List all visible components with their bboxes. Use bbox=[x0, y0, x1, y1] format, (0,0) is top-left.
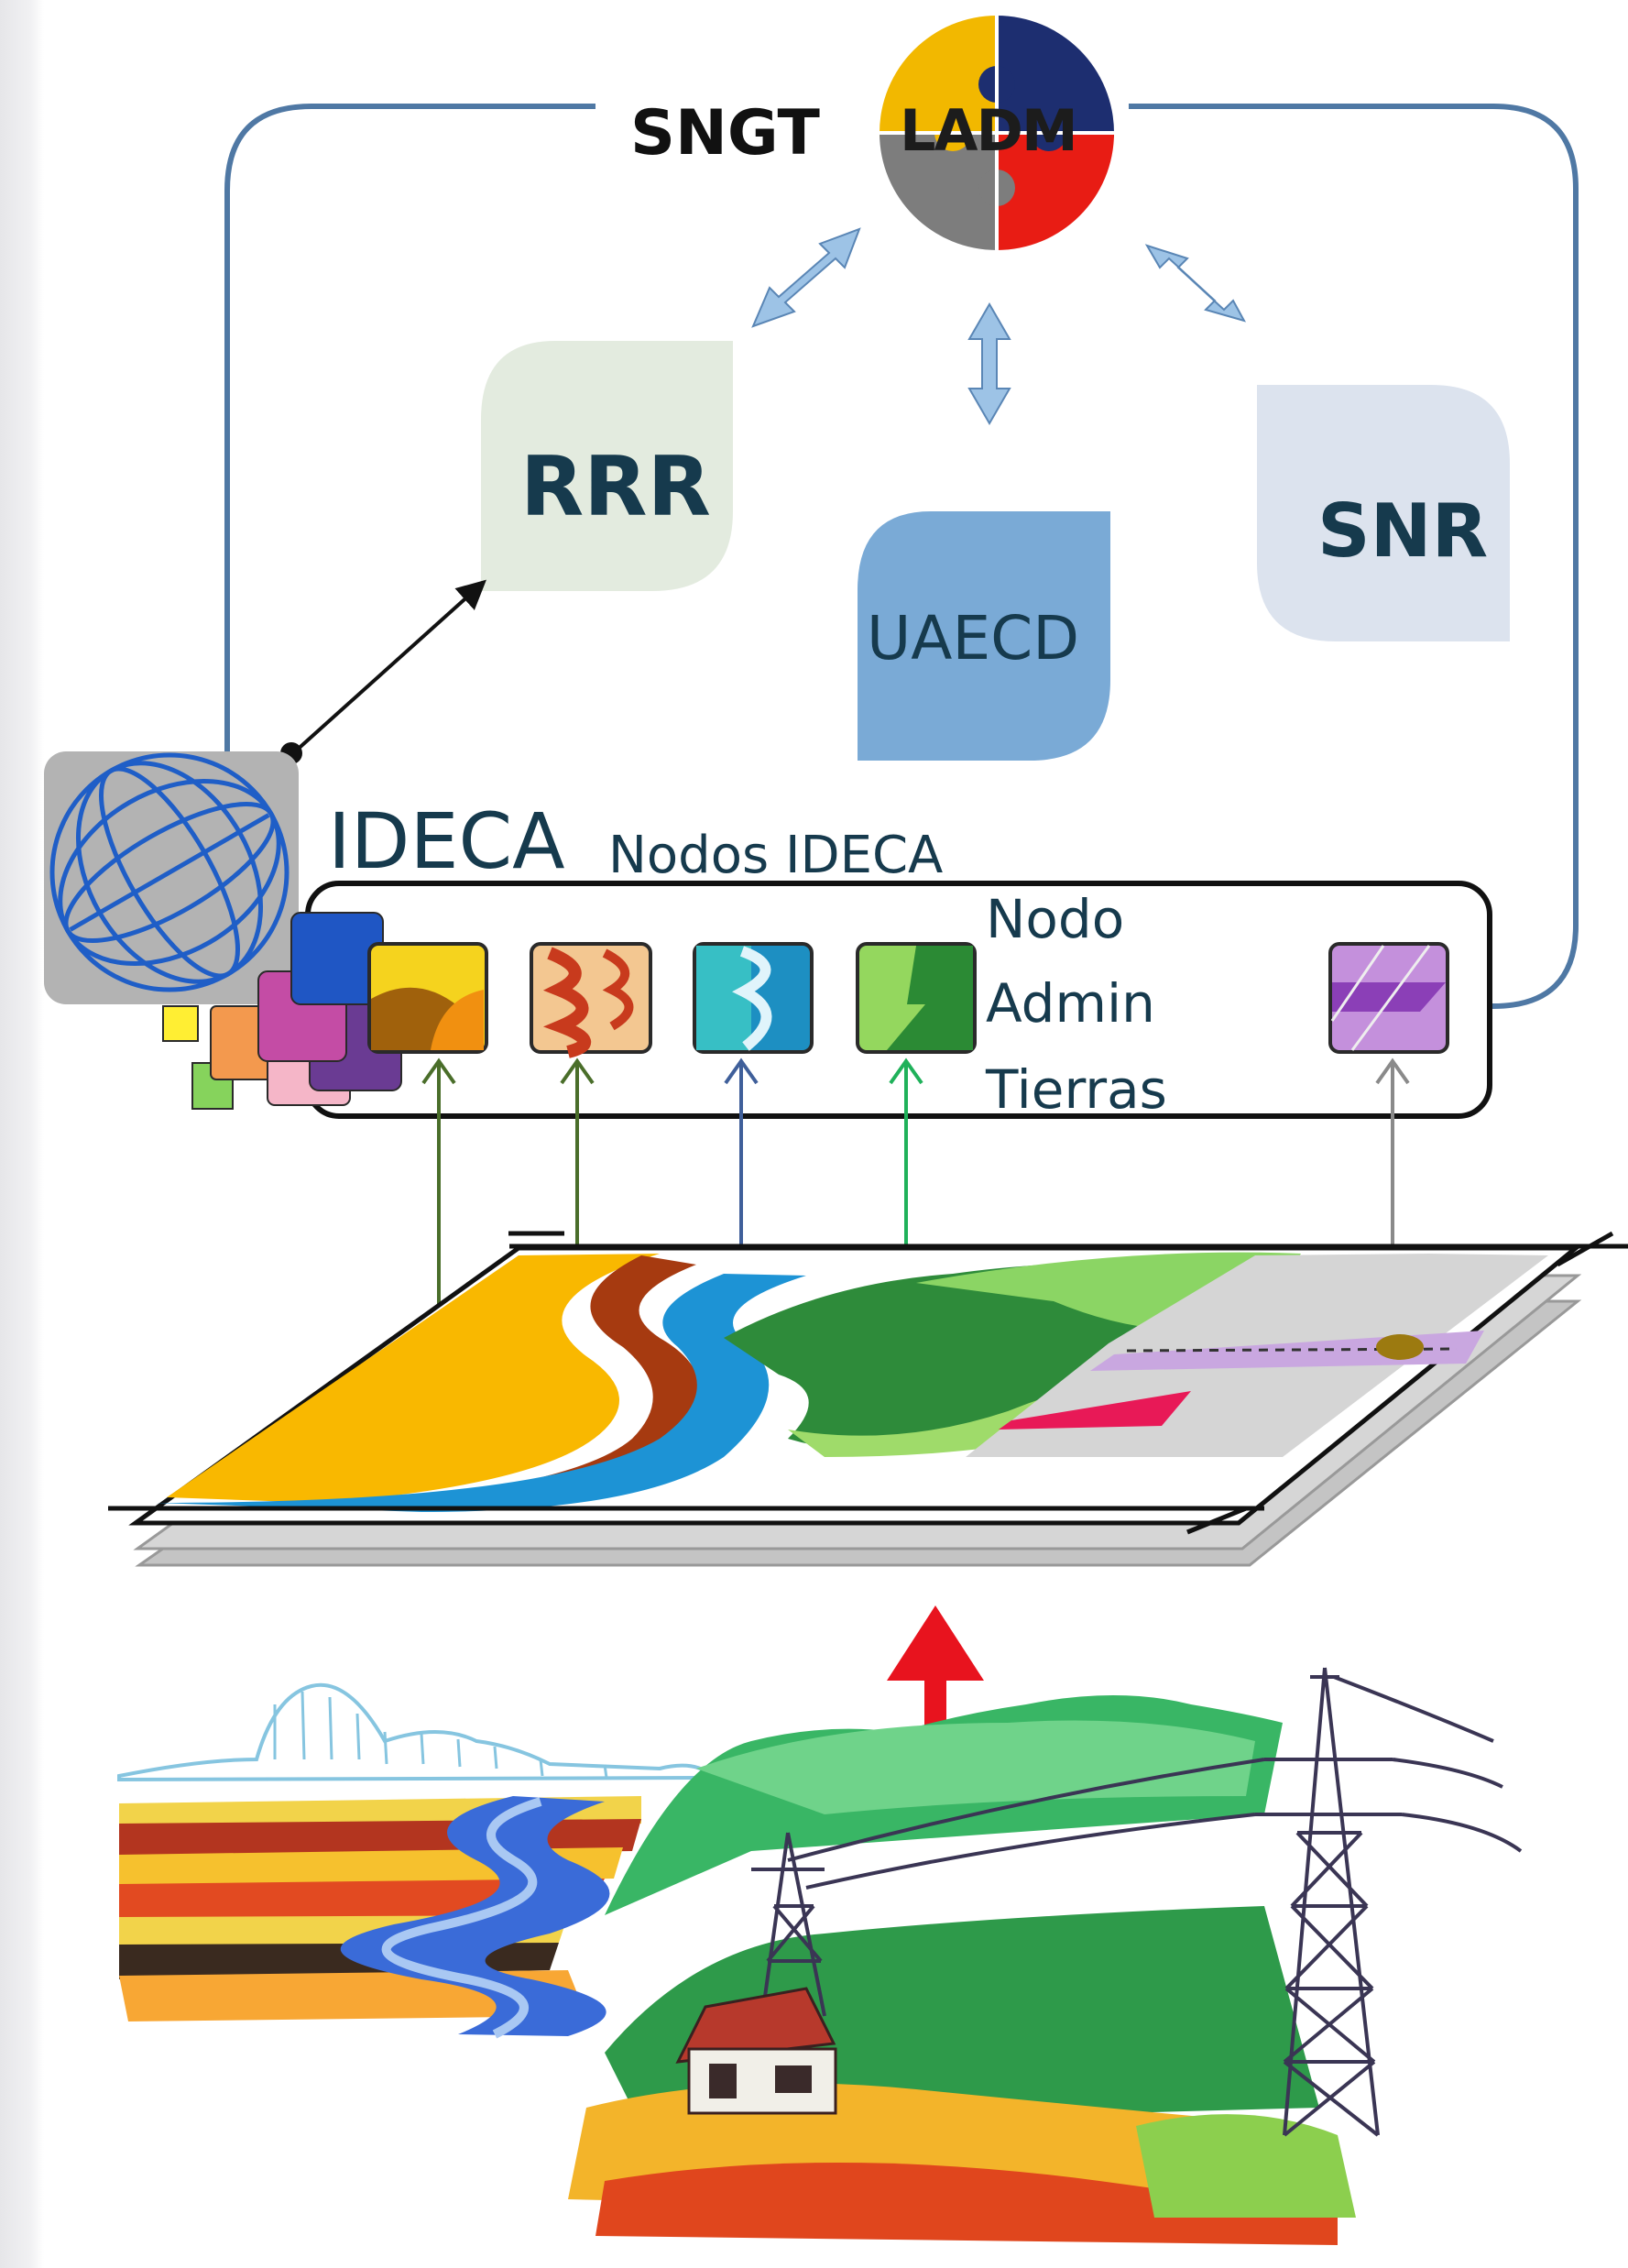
ladm-label: LADM bbox=[900, 97, 1078, 164]
power-tower-icon bbox=[751, 1667, 1523, 2137]
sngt-frame bbox=[224, 104, 1579, 1009]
layer-map-icon bbox=[108, 1231, 1628, 1567]
node-tiles-icon bbox=[367, 942, 1449, 1058]
left-strip bbox=[0, 0, 44, 2268]
rrr-box bbox=[481, 341, 733, 591]
nodo-label-line1: Nodo bbox=[986, 888, 1125, 950]
snr-box bbox=[1257, 385, 1510, 641]
uaecd-label: UAECD bbox=[867, 603, 1080, 674]
snr-label: SNR bbox=[1317, 488, 1489, 574]
node-tile-water bbox=[693, 942, 814, 1054]
landscape-illustration bbox=[117, 1682, 1356, 2245]
node-tile-vegetation bbox=[856, 942, 977, 1054]
nodo-label-line2: Admin bbox=[986, 972, 1155, 1035]
node-tile-soil bbox=[530, 942, 652, 1058]
node-tile-urban bbox=[367, 942, 488, 1054]
connector-arrows bbox=[751, 227, 1247, 425]
rrr-label: RRR bbox=[520, 439, 711, 535]
globe-icon bbox=[44, 751, 299, 1004]
ideca-label: IDECA bbox=[328, 796, 565, 886]
house-icon bbox=[675, 1987, 837, 2115]
globe-to-rrr-arrow bbox=[291, 579, 486, 755]
uaecd-box bbox=[858, 511, 1110, 761]
sngt-label: SNGT bbox=[630, 97, 820, 170]
nodos-ideca-label: Nodos IDECA bbox=[608, 826, 944, 885]
nodo-label-line3: Tierras bbox=[986, 1058, 1167, 1121]
node-tile-land-admin bbox=[1328, 942, 1449, 1054]
